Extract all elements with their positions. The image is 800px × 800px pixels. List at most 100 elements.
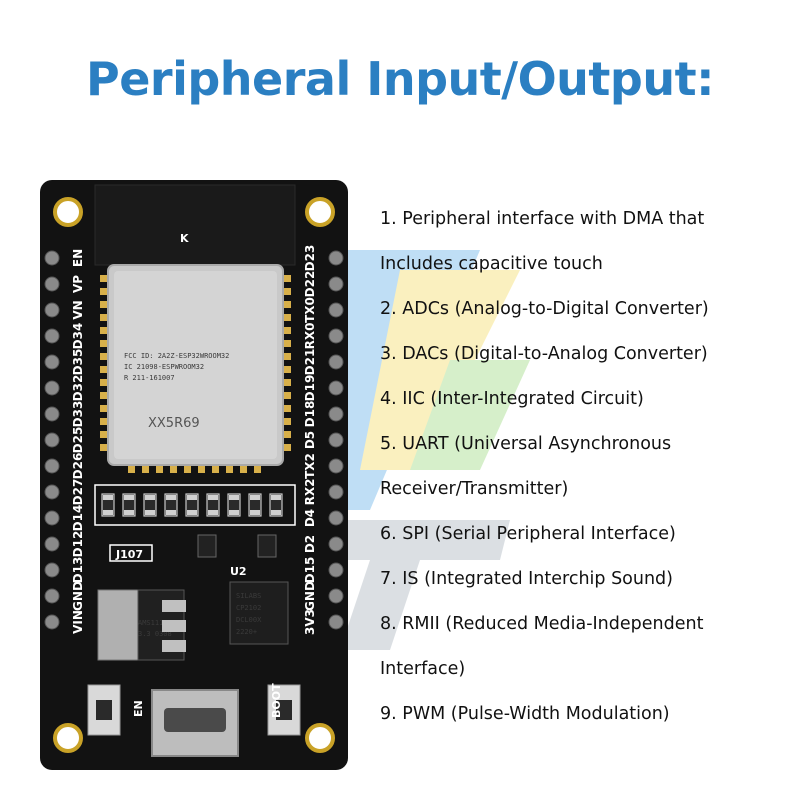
left-pin-pad [44, 536, 60, 552]
right-pin-pad [328, 302, 344, 318]
left-pin-label: D32 [71, 375, 85, 402]
module-pad [100, 353, 110, 360]
transistor-1 [197, 534, 217, 558]
right-pin-label: D23 [303, 245, 317, 272]
mount-hole-bl [53, 723, 83, 753]
smd-terminal [145, 510, 155, 515]
left-pin-pad [44, 562, 60, 578]
reg-pin-2 [162, 620, 186, 632]
left-pin-label: D35 [71, 349, 85, 376]
usb-chip-line-3: DCL00X [236, 616, 262, 624]
left-pin-label: D27 [71, 479, 85, 506]
en-button[interactable] [96, 700, 112, 720]
smd-terminal [103, 510, 113, 515]
left-pin-label: D25 [71, 427, 85, 454]
en-label: EN [132, 700, 145, 717]
right-pin-label: TX2 [303, 453, 317, 479]
module-pad [100, 366, 110, 373]
right-pin-pad [328, 536, 344, 552]
smd-component-row [94, 484, 296, 526]
boot-button[interactable] [276, 700, 292, 720]
smd-terminal [250, 495, 260, 500]
right-pin-pad [328, 458, 344, 474]
module-pad [128, 463, 135, 473]
right-pin-pad [328, 250, 344, 266]
module-fine-print-3: R 211-161007 [124, 374, 175, 382]
right-pin-label: D4 [303, 509, 317, 527]
feature-item: 6. SPI (Serial Peripheral Interface) [380, 524, 676, 544]
left-pin-label: D33 [71, 401, 85, 428]
left-pin-label: VP [71, 275, 85, 293]
module-fine-print-1: FCC ID: 2A2Z-ESP32WROOM32 [124, 352, 229, 360]
module-pad [170, 463, 177, 473]
smd-terminal [103, 495, 113, 500]
module-pad [100, 379, 110, 386]
right-pin-pad [328, 328, 344, 344]
right-pin-label: 3V3 [303, 609, 317, 635]
module-pad [184, 463, 191, 473]
feature-item: 8. RMII (Reduced Media-Independent [380, 614, 704, 634]
module-pad [281, 340, 291, 347]
feature-item: Includes capacitive touch [380, 254, 603, 274]
module-pad [100, 340, 110, 347]
left-pin-label: GND [71, 581, 85, 611]
right-pin-pad [328, 406, 344, 422]
usb-chip-line-4: 2220+ [236, 628, 257, 636]
left-pin-pad [44, 380, 60, 396]
module-pad [281, 366, 291, 373]
reg-pin-3 [162, 640, 186, 652]
right-pin-pad [328, 432, 344, 448]
module-pad [100, 275, 110, 282]
right-pin-label: D18 [303, 401, 317, 428]
smd-terminal [124, 495, 134, 500]
feature-item: 5. UART (Universal Asynchronous [380, 434, 672, 454]
module-pad [100, 288, 110, 295]
mount-hole-br [305, 723, 335, 753]
left-pin-label: D14 [71, 505, 85, 532]
left-pin-label: VN [71, 300, 85, 319]
feature-item: 1. Peripheral interface with DMA that [380, 209, 705, 229]
left-pin-pad [44, 354, 60, 370]
right-pin-pad [328, 588, 344, 604]
smd-terminal [187, 510, 197, 515]
module-pad [100, 418, 110, 425]
module-pad [281, 327, 291, 334]
module-fine-print-2: IC 21098-ESPWROOM32 [124, 363, 204, 371]
right-pin-label: D15 [303, 557, 317, 584]
right-pin-label: RX0 [303, 323, 317, 350]
left-pin-pad [44, 458, 60, 474]
module-pad [100, 431, 110, 438]
smd-terminal [208, 510, 218, 515]
smd-terminal [229, 510, 239, 515]
right-pin-pad [328, 510, 344, 526]
module-pad [142, 463, 149, 473]
module-pad [281, 353, 291, 360]
feature-item: 9. PWM (Pulse-Width Modulation) [380, 704, 670, 724]
antenna-mark: K [180, 232, 189, 245]
module-pad [100, 392, 110, 399]
module-shield-inner [114, 271, 277, 459]
left-pin-pad [44, 276, 60, 292]
right-pin-pad [328, 276, 344, 292]
module-pad [254, 463, 261, 473]
j107-box [109, 544, 153, 562]
left-pin-label: D12 [71, 531, 85, 558]
regulator-line-2: 3.3 0308 [138, 630, 172, 638]
left-pin-pad [44, 614, 60, 630]
smd-terminal [250, 510, 260, 515]
left-pin-pad [44, 588, 60, 604]
module-marking: XX5R69 [148, 416, 200, 431]
right-pin-pad [328, 484, 344, 500]
usb-chip-line-1: SILABS [236, 592, 261, 600]
feature-item: 2. ADCs (Analog-to-Digital Converter) [380, 299, 709, 319]
right-pin-label: TX0 [303, 297, 317, 323]
left-pin-pad [44, 484, 60, 500]
module-pad [226, 463, 233, 473]
feature-item: 7. IS (Integrated Interchip Sound) [380, 569, 673, 589]
left-pin-pad [44, 328, 60, 344]
left-pin-header: ENVPVND34D35D32D33D25D26D27D14D12D13GNDV… [44, 249, 85, 634]
module-pad [281, 444, 291, 451]
left-pin-pad [44, 250, 60, 266]
module-pad [100, 301, 110, 308]
